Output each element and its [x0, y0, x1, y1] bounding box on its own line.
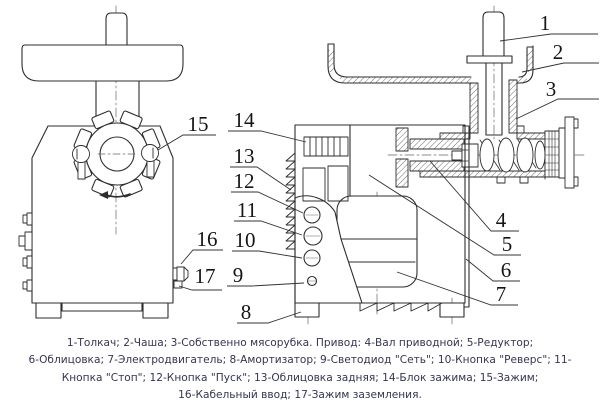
- pusher-front: [105, 12, 128, 48]
- rotation-arrow-head: [99, 191, 108, 199]
- part-label-10: 10: [235, 228, 256, 252]
- parts-legend: 1-Толкач; 2-Чаша; 3-Собственно мясорубка…: [0, 335, 600, 405]
- cable-entry-and-ground-clamp: [172, 266, 189, 289]
- bowl-front: [21, 44, 184, 82]
- part-label-17: 17: [195, 264, 216, 288]
- part-label-9: 9: [233, 263, 244, 287]
- part-label-12: 12: [234, 169, 255, 193]
- part-label-8: 8: [241, 300, 252, 324]
- housing-front: [31, 125, 174, 304]
- part-label-5: 5: [502, 232, 513, 256]
- part-label-11: 11: [237, 198, 257, 222]
- bottom-ribs: [359, 302, 443, 312]
- meat-grinder-assembly-diagram: 1 2 3 4 5 6 7 8 9 10 11 12 13 14 15 16 1…: [18, 5, 599, 325]
- shaft-coupling: [461, 143, 479, 168]
- button-panel: [294, 195, 363, 304]
- part-label-2: 2: [553, 40, 564, 64]
- front-view: [18, 5, 189, 319]
- clamp-screws: [72, 144, 159, 180]
- legend-line-1: 1-Толкач; 2-Чаша; 3-Собственно мясорубка…: [66, 337, 534, 349]
- damper-foot: [439, 302, 465, 318]
- side-section-view: [285, 5, 586, 325]
- rear-cladding-ribs: [285, 152, 296, 250]
- clamp-block-grille: [302, 136, 349, 202]
- bowl-section: [327, 43, 534, 84]
- part-label-3: 3: [546, 77, 557, 101]
- leader-lines: [157, 33, 599, 324]
- foot: [142, 302, 169, 319]
- part-label-1: 1: [540, 11, 551, 35]
- legend-line-4: 16-Кабельный ввод; 17-Зажим заземления.: [178, 389, 422, 402]
- drive-shaft-pin: [451, 150, 463, 161]
- end-flange: [558, 116, 579, 189]
- foot: [35, 302, 62, 319]
- part-label-7: 7: [496, 282, 507, 306]
- part-label-16: 16: [197, 227, 218, 251]
- part-label-4: 4: [496, 208, 507, 232]
- legend-line-3: Кнопка "Стоп"; 12-Кнопка "Пуск"; 13-Обли…: [61, 371, 539, 384]
- base-tray: [61, 302, 143, 312]
- side-buttons: [18, 212, 33, 292]
- feed-neck: [95, 80, 140, 123]
- legend-line-2: 6-Облицовка; 7-Электродвигатель; 8-Аморт…: [28, 354, 572, 367]
- pusher-section: [466, 11, 513, 136]
- grinder-barrel: [419, 116, 579, 189]
- housing-section: [294, 124, 466, 304]
- part-label-15: 15: [188, 112, 209, 136]
- retaining-nut: [544, 130, 560, 178]
- rotation-arrow: [106, 193, 131, 198]
- part-label-14: 14: [234, 108, 256, 132]
- feed-tube-section: [462, 79, 525, 134]
- gearbox-section: [395, 127, 479, 188]
- part-labels: 1 2 3 4 5 6 7 8 9 10 11 12 13 14 15 16 1…: [188, 11, 564, 324]
- part-label-6: 6: [501, 258, 512, 282]
- damper-foot: [294, 302, 320, 318]
- part-label-13: 13: [234, 144, 255, 168]
